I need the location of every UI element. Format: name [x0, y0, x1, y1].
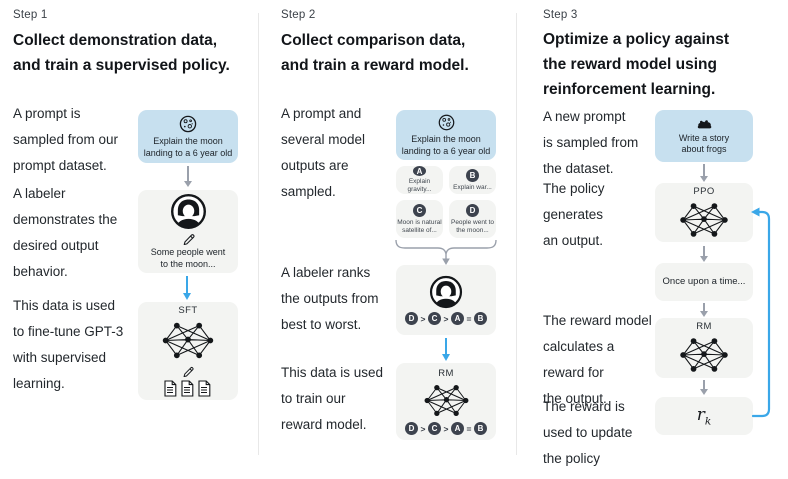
- step3-rm-card: RM: [655, 318, 753, 378]
- step3-caption-policy: The policy generates an output.: [543, 181, 605, 248]
- output-card-b: B Explain war...: [449, 166, 496, 194]
- step1-labeler-card: Some people went to the moon...: [138, 190, 238, 273]
- step3-reward-card: rk: [655, 397, 753, 435]
- step1-prompt-card-text: Explain the moon landing to a 6 year old: [143, 136, 233, 158]
- step2-label: Step 2: [281, 9, 316, 21]
- network-icon: [423, 382, 470, 419]
- pencil-icon: [182, 365, 194, 377]
- rank-operator: >: [420, 313, 426, 324]
- output-text-b: Explain war...: [453, 183, 492, 191]
- arrow-down-icon: [699, 380, 709, 395]
- step2-title: Collect comparison data, and train a rew…: [281, 32, 469, 74]
- step2-rm-card: RM D > C > A = B: [396, 363, 496, 440]
- brace-arrow-icon: [394, 238, 498, 266]
- rank-badge: B: [473, 312, 487, 325]
- pencil-icon: [182, 232, 195, 245]
- step3-prompt-card-text: Write a story about frogs: [678, 132, 730, 155]
- arrow-down-icon: [699, 303, 709, 317]
- rank-operator: =: [466, 423, 472, 434]
- step3-caption-prompt: A new prompt is sampled from the dataset…: [543, 109, 639, 176]
- arrow-down-icon: [183, 166, 193, 187]
- output-badge-c: C: [413, 203, 426, 217]
- moon-icon: [437, 113, 456, 132]
- labeler-icon: [429, 275, 463, 309]
- rm-label: RM: [696, 321, 712, 332]
- step3-label: Step 3: [543, 9, 578, 21]
- output-card-a: A Explain gravity...: [396, 166, 443, 194]
- rank-operator: >: [443, 423, 449, 434]
- step1-caption-data: This data is used to fine-tune GPT-3 wit…: [13, 298, 124, 391]
- rank-operator: =: [466, 313, 472, 324]
- step1-title: Collect demonstration data, and train a …: [13, 32, 230, 74]
- output-text-c: Moon is natural satellite of...: [397, 218, 442, 234]
- ranking-row: D > C > A = B: [405, 422, 487, 435]
- rank-badge: D: [405, 422, 419, 435]
- rank-badge: D: [405, 312, 419, 325]
- step2-prompt-card-text: Explain the moon landing to a 6 year old: [401, 134, 491, 156]
- labeler-icon: [170, 193, 207, 230]
- step1-sft-card: SFT: [138, 302, 238, 400]
- output-badge-a: A: [413, 166, 426, 176]
- step3-output-card-text: Once upon a time...: [662, 276, 746, 288]
- step3-output-card: Once upon a time...: [655, 263, 753, 301]
- output-card-c: C Moon is natural satellite of...: [396, 200, 443, 238]
- frog-icon: [696, 117, 713, 130]
- rank-badge: A: [450, 312, 464, 325]
- network-icon: [678, 200, 730, 240]
- output-text-d: People went to the moon...: [450, 218, 494, 234]
- ppo-label: PPO: [693, 185, 715, 197]
- column-divider-1: [258, 13, 259, 455]
- step1-labeler-card-text: Some people went to the moon...: [150, 247, 226, 269]
- feedback-loop-arrow-icon: [750, 202, 776, 424]
- ranking-row: D > C > A = B: [405, 312, 487, 325]
- sft-label: SFT: [178, 305, 198, 316]
- output-badge-b: B: [466, 168, 479, 182]
- rank-badge: B: [473, 422, 487, 435]
- step2-caption-data: This data is used to train our reward mo…: [281, 365, 384, 432]
- arrow-down-blue-icon: [182, 276, 192, 300]
- output-text-a: Explain gravity...: [407, 178, 432, 193]
- network-icon: [678, 335, 730, 375]
- step2-labeler-card: D > C > A = B: [396, 265, 496, 335]
- reward-symbol: rk: [696, 404, 712, 428]
- arrow-down-icon: [699, 164, 709, 182]
- step3-ppo-card: PPO: [655, 183, 753, 242]
- arrow-down-blue-icon: [441, 338, 451, 361]
- rm-label: RM: [438, 368, 454, 379]
- step1-prompt-card: Explain the moon landing to a 6 year old: [138, 110, 238, 163]
- step2-caption-prompt: A prompt and several model outputs are s…: [281, 106, 366, 199]
- step3-caption-reward: The reward model calculates a reward for…: [543, 313, 652, 406]
- rank-badge: C: [428, 422, 442, 435]
- rank-badge: C: [428, 312, 442, 325]
- output-card-d: D People went to the moon...: [449, 200, 496, 238]
- network-icon: [161, 319, 215, 362]
- documents-icon: [164, 380, 212, 397]
- rank-operator: >: [420, 423, 426, 434]
- arrow-down-icon: [699, 246, 709, 262]
- step2-caption-rank: A labeler ranks the outputs from best to…: [281, 265, 379, 332]
- step1-caption-labeler: A labeler demonstrates the desired outpu…: [13, 186, 118, 279]
- rank-operator: >: [443, 313, 449, 324]
- output-badge-d: D: [466, 203, 479, 217]
- step3-caption-update: The reward is used to update the policy …: [543, 399, 633, 479]
- step2-prompt-card: Explain the moon landing to a 6 year old: [396, 110, 496, 160]
- step3-prompt-card: Write a story about frogs: [655, 110, 753, 162]
- moon-icon: [178, 114, 198, 134]
- column-divider-2: [516, 13, 517, 455]
- step3-title: Optimize a policy against the reward mod…: [543, 31, 730, 98]
- step1-label: Step 1: [13, 9, 48, 21]
- step1-caption-prompt: A prompt is sampled from our prompt data…: [13, 106, 119, 173]
- rank-badge: A: [450, 422, 464, 435]
